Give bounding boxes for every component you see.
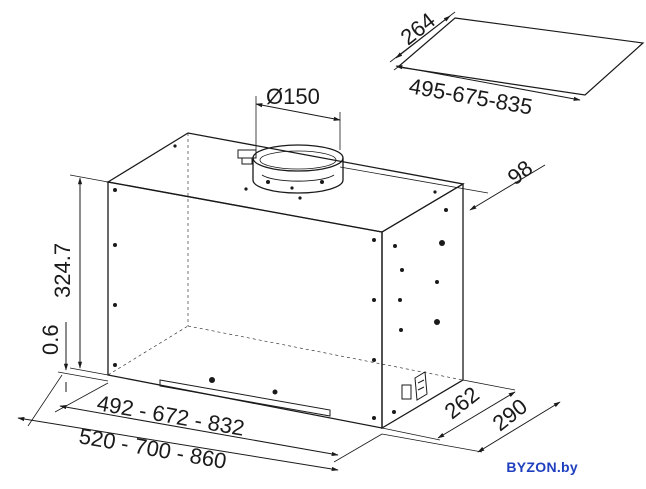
watermark-logo: BYZON.by [506,459,578,475]
gap-dimension [57,322,109,392]
duct-diameter-label: Ø150 [266,84,320,109]
inner-depth-label: 262 [440,382,484,424]
height-dimension [69,174,109,376]
width-dimensions [17,374,383,472]
filter-panel [389,11,645,101]
duct-diameter-dimension [255,96,341,150]
duct-collar [237,144,344,194]
depth-dimensions [381,379,561,453]
duct-offset-dimension [339,164,546,211]
height-label: 324.7 [50,243,75,298]
filter-width-label: 264 [396,8,440,50]
hood-body [106,132,465,430]
gap-label: 0.6 [38,324,63,355]
duct-offset-label: 98 [503,155,538,190]
outer-depth-label: 290 [488,394,532,436]
